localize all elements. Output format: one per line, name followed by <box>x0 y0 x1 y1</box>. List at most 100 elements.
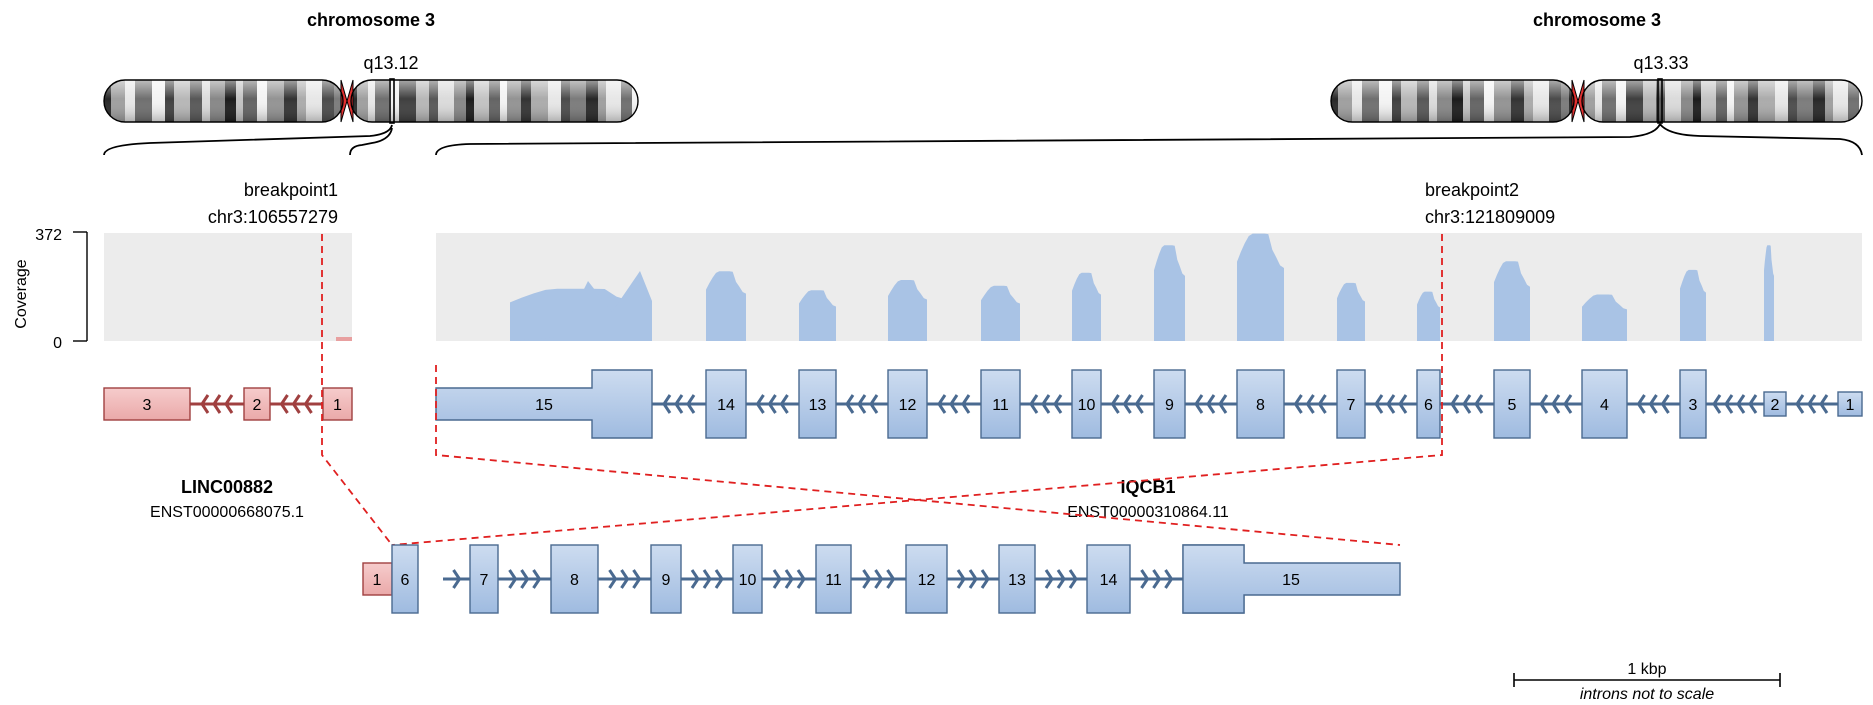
partner2-strand-arrow <box>1660 394 1670 414</box>
fusion-strand-arrow <box>452 569 462 589</box>
fusion-partner2-exon <box>391 544 419 614</box>
fusion-strand-arrow <box>968 569 978 589</box>
partner2-strand-arrow <box>949 394 959 414</box>
fusion-strand-arrow <box>1056 569 1066 589</box>
coverage-area-partner2 <box>1680 269 1706 341</box>
fusion-exon-number: 7 <box>480 572 489 589</box>
fusion-exon-number: 13 <box>1008 572 1026 589</box>
partner2-strand-arrow <box>1795 394 1805 414</box>
partner2-exon-number: 7 <box>1347 397 1356 414</box>
partner2-exon-number: 12 <box>899 397 917 414</box>
breakpoint2-position: chr3:121809009 <box>1425 207 1555 227</box>
partner1-strand-arrow <box>224 394 234 414</box>
partner1-transcript-id: ENST00000668075.1 <box>150 504 304 521</box>
partner2-strand-arrow <box>845 394 855 414</box>
chromosome-p-arm-outline <box>1330 79 1575 123</box>
breakpoint1-label: breakpoint1 <box>244 180 338 200</box>
fusion-strand-arrow <box>862 569 872 589</box>
partner1-exon <box>103 387 191 421</box>
fusion-exon-number: 12 <box>918 572 936 589</box>
coverage-ymin-label: 0 <box>53 335 62 352</box>
fusion-exon-number: 9 <box>662 572 671 589</box>
fusion-exon-number: 8 <box>570 572 579 589</box>
chromosome-p-arm-outline <box>103 79 344 123</box>
partner2-exon <box>1581 369 1628 439</box>
scale-bar-note: introns not to scale <box>1580 686 1714 703</box>
fusion-strand-arrow <box>520 569 530 589</box>
partner2-strand-arrow <box>1194 394 1204 414</box>
partner2-strand-arrow <box>1293 394 1303 414</box>
left-chromosome-title: chromosome 3 <box>307 10 435 30</box>
partner2-strand-arrow <box>1386 394 1396 414</box>
chromosome-shading <box>1331 80 1862 122</box>
partner2-exon-number: 3 <box>1689 397 1698 414</box>
coverage-area-partner2 <box>1154 245 1185 341</box>
coverage-area-partner2 <box>981 285 1020 341</box>
fusion-exon-number: 15 <box>1282 572 1300 589</box>
breakpoint1-dashed-line <box>321 234 393 546</box>
coverage-area-partner2 <box>510 271 652 341</box>
partner2-strand-arrow <box>1474 394 1484 414</box>
coverage-bg-partner1 <box>104 233 352 341</box>
partner2-strand-arrow <box>1551 394 1561 414</box>
fusion-exon-number: 6 <box>401 572 410 589</box>
partner2-exon <box>1837 391 1863 417</box>
fusion-strand-arrow <box>1068 569 1078 589</box>
partner1-strand-arrow <box>200 394 210 414</box>
partner2-exon-number: 11 <box>992 397 1009 414</box>
partner2-strand-arrow <box>767 394 777 414</box>
partner2-strand-arrow <box>1305 394 1315 414</box>
breakpoint1-position: chr3:106557279 <box>208 207 338 227</box>
coverage-area-partner2 <box>706 271 746 341</box>
coverage-axis-label: Coverage <box>13 259 30 328</box>
partner2-strand-arrow <box>1539 394 1549 414</box>
chromosome-q-arm-outline <box>1581 79 1863 123</box>
partner1-strand-arrow <box>212 394 222 414</box>
partner2-strand-arrow <box>1053 394 1063 414</box>
breakpoint2-dashed-line <box>391 234 1443 546</box>
highlighted-band <box>389 78 395 124</box>
partner2-exon <box>980 369 1021 439</box>
partner2-exon-number: 4 <box>1600 397 1609 414</box>
fusion-strand-arrow <box>1164 569 1174 589</box>
partner2-exon <box>705 369 747 439</box>
coverage-area-partner2 <box>1417 291 1440 341</box>
coverage-area-partner2 <box>1764 245 1774 341</box>
partner2-strand-arrow <box>869 394 879 414</box>
partner2-exon-number: 5 <box>1508 397 1517 414</box>
left-zoom-brace <box>103 124 393 156</box>
fusion-partner2-exon <box>650 544 682 614</box>
partner2-strand-arrow <box>1748 394 1758 414</box>
partner2-exon-number: 8 <box>1256 397 1265 414</box>
partner2-strand-arrow <box>779 394 789 414</box>
fusion-strand-arrow <box>532 569 542 589</box>
partner2-exon <box>1679 369 1707 439</box>
partner1-strand-arrow <box>291 394 301 414</box>
partner2-strand-arrow <box>1041 394 1051 414</box>
partner2-strand-arrow <box>662 394 672 414</box>
fusion-exon-number: 10 <box>739 572 757 589</box>
partner1-strand-arrow <box>279 394 289 414</box>
scale-bar-label: 1 kbp <box>1627 661 1666 678</box>
fusion-strand-arrow <box>1152 569 1162 589</box>
partner2-exon <box>798 369 837 439</box>
fusion-transcript-model: 1678910111213141515 <box>362 544 1401 614</box>
partner2-exon <box>1071 369 1102 439</box>
partner2-strand-arrow <box>1648 394 1658 414</box>
partner2-exon-number: 6 <box>1424 397 1433 414</box>
partner2-exon-number: 14 <box>717 397 735 414</box>
chromosome-shading <box>104 80 638 122</box>
partner2-exon <box>1493 369 1531 439</box>
centromere-icon <box>1571 79 1585 123</box>
right-chromosome-ideogram <box>1330 78 1863 124</box>
chromosome-q-arm-outline <box>350 79 639 123</box>
partner2-exon-number: 2 <box>1771 397 1780 414</box>
partner1-strand-arrow <box>303 394 313 414</box>
fusion-strand-arrow <box>620 569 630 589</box>
fusion-strand-arrow <box>772 569 782 589</box>
left-band-label: q13.12 <box>363 53 418 73</box>
chromosome-bands <box>104 80 638 122</box>
partner2-exon <box>1763 391 1787 417</box>
